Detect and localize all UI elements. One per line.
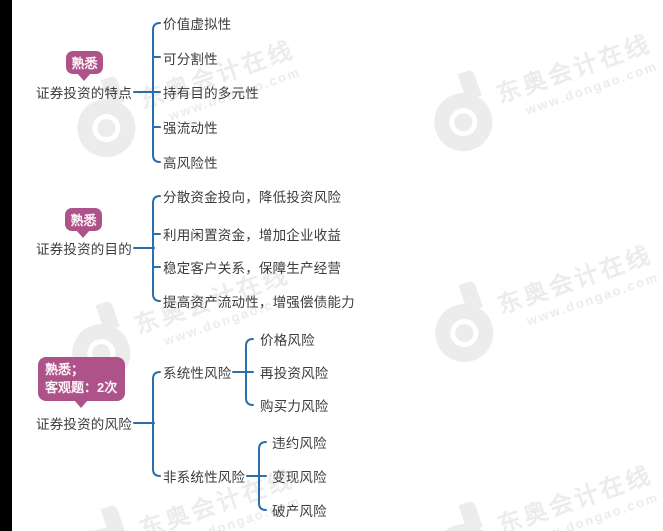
leaf-label: 可分割性: [163, 52, 218, 67]
badge-text: 熟悉: [70, 213, 97, 228]
badge-text-line2: 客观题：2次: [45, 380, 118, 395]
leaf-label: 强流动性: [163, 121, 218, 136]
node-label-characteristics: 证券投资的特点: [36, 86, 132, 101]
badge-text-line1: 熟悉；: [45, 362, 85, 377]
badge-tail: [74, 400, 88, 408]
badge-familiarity: 熟悉: [66, 51, 103, 74]
branch-label-nonsystematic-risk: 非系统性风险: [163, 470, 246, 485]
node-label-purposes: 证券投资的目的: [36, 242, 132, 257]
leaf-label: 违约风险: [272, 436, 327, 451]
leaf-label: 变现风险: [272, 470, 327, 485]
badge-text: 熟悉: [71, 56, 98, 71]
branch-label-systematic-risk: 系统性风险: [163, 366, 232, 381]
leaf-label: 购买力风险: [260, 399, 329, 414]
leaf-label: 分散资金投向，降低投资风险: [163, 190, 342, 205]
node-label-risks: 证券投资的风险: [36, 417, 132, 432]
leaf-label: 稳定客户关系，保障生产经营: [163, 261, 342, 276]
leaf-label: 提高资产流动性，增强偿债能力: [163, 295, 355, 310]
leaf-label: 持有目的多元性: [163, 86, 259, 101]
badge-tail: [77, 73, 91, 81]
leaf-label: 破产风险: [272, 504, 327, 519]
badge-familiarity-objective: 熟悉； 客观题：2次: [38, 357, 125, 401]
leaf-label: 价格风险: [260, 333, 315, 348]
badge-familiarity: 熟悉: [65, 208, 102, 231]
leaf-label: 再投资风险: [260, 366, 329, 381]
left-black-bar: [0, 0, 12, 531]
badge-tail: [76, 230, 90, 238]
leaf-label: 高风险性: [163, 156, 218, 171]
leaf-label: 利用闲置资金，增加企业收益: [163, 228, 342, 243]
leaf-label: 价值虚拟性: [163, 17, 232, 32]
